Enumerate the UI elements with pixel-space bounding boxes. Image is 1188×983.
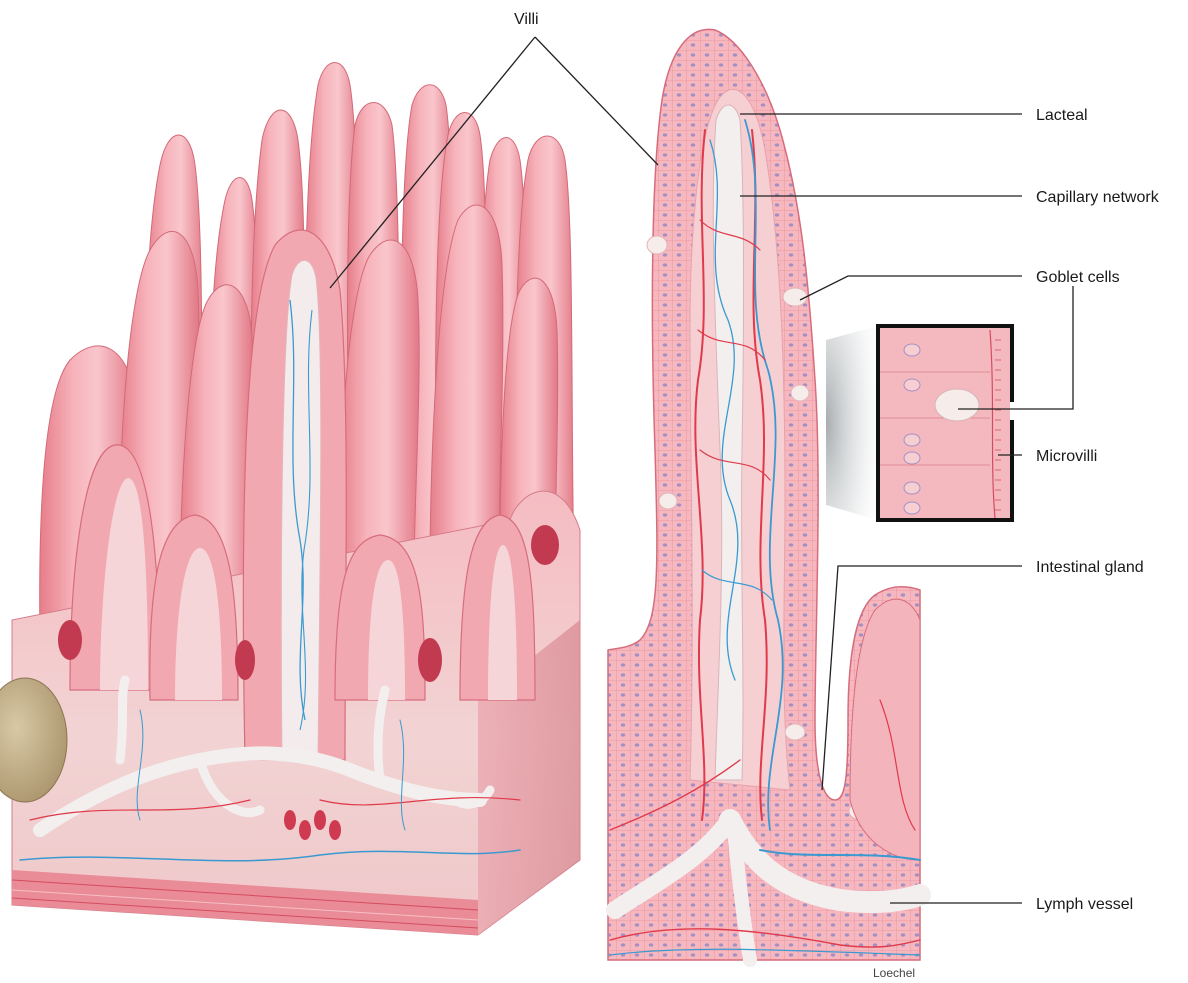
inset-goblet-cell xyxy=(935,389,979,421)
microvilli-inset xyxy=(826,326,1016,520)
label-lymph-vessel: Lymph vessel xyxy=(1036,896,1133,913)
label-goblet-cells: Goblet cells xyxy=(1036,269,1120,286)
villi-block-3d xyxy=(0,63,580,936)
inset-projection-shadow xyxy=(826,326,878,520)
label-microvilli: Microvilli xyxy=(1036,448,1097,465)
label-lacteal: Lacteal xyxy=(1036,107,1088,124)
artist-credit: Loechel xyxy=(873,966,915,980)
label-intestinal-gland: Intestinal gland xyxy=(1036,559,1144,576)
label-villi: Villi xyxy=(514,11,539,28)
label-capillary-network: Capillary network xyxy=(1036,189,1160,206)
